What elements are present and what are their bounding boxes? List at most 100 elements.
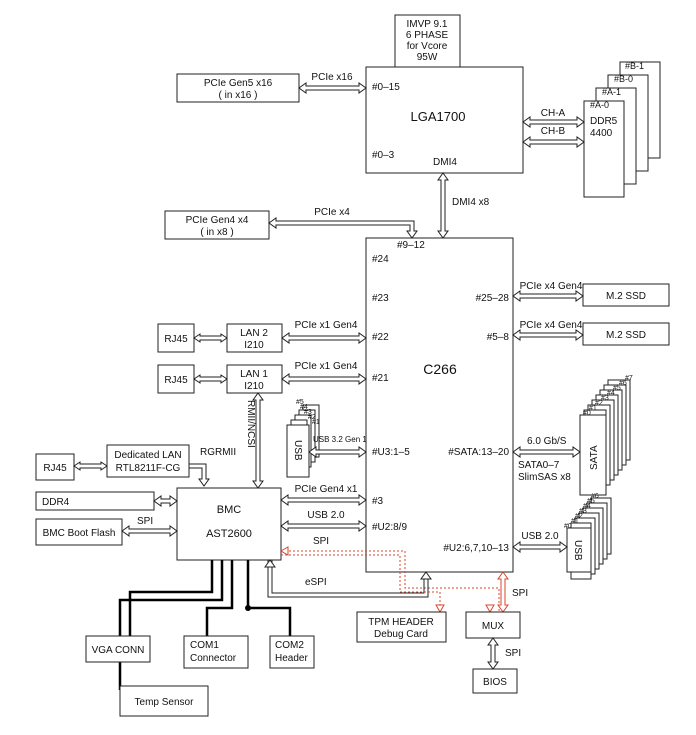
sata-num-1: #1 (589, 405, 597, 412)
usb-front-label: USB (572, 540, 583, 561)
usb-rear-num-4: #4 (300, 404, 308, 411)
usb-rear-label: USB (292, 440, 303, 461)
ch-a-label: CH-A (541, 108, 566, 119)
vga-connector: VGA CONN (85, 635, 151, 663)
lan1-bus: PCIe x1 Gen4 (295, 361, 358, 372)
pcie5-bus-label: PCIe x16 (311, 72, 353, 83)
imvp-line-1: IMVP 9.1 (407, 19, 448, 30)
bmc-spi-link: SPI (279, 536, 500, 612)
tpm-header: TPM HEADER Debug Card (356, 611, 447, 643)
m2-ssd-2-bus: PCIe x4 Gen4 (520, 320, 583, 331)
pcie-gen4-slot: PCIe Gen4 x4 ( in x8 ) (164, 210, 270, 240)
dimm-label-a0: #A-0 (590, 100, 609, 110)
dimm-label-b1: #B-1 (625, 61, 644, 71)
vga-label: VGA CONN (92, 645, 145, 656)
pch-port-21: #21 (372, 373, 389, 384)
cpu-name: LGA1700 (411, 109, 466, 124)
pcie4-bus-label: PCIe x4 (314, 207, 350, 218)
pch-port-5-8: #5–8 (487, 332, 510, 343)
dmi-link-arrow: DMI4 x8 (437, 172, 490, 239)
pch-c266: C266 #9–12 #24 #23 #22 #21 #U3:1–5 #SATA… (365, 237, 514, 573)
sata-rate: 6.0 Gb/S (527, 436, 567, 447)
dedicated-lan-block: RJ45 Dedicated LAN RTL8211F-CG RGRMII (35, 444, 236, 487)
bmc-peripheral-buses (118, 560, 292, 690)
bmc-pcie-link: PCIe Gen4 x1 (280, 484, 367, 506)
usb-rear-num-2: #2 (308, 414, 316, 421)
bmc-boot-flash-bus: SPI (137, 516, 153, 527)
cpu-port-0-15: #0–15 (372, 82, 400, 93)
sata-ports: SATA0–7 (518, 460, 560, 471)
bmc-label: BMC (217, 504, 242, 516)
pcie5-label: PCIe Gen5 x16 (204, 78, 273, 89)
ch-b-arrow: CH-B (522, 126, 585, 148)
ddr4-label: DDR4 (42, 497, 70, 508)
bmc-usb-link: USB 2.0 (280, 510, 367, 532)
mux-spi-label-2: SPI (505, 648, 521, 659)
spi-mux-arrow (485, 604, 495, 614)
usb-rear-num-5: #5 (296, 399, 304, 406)
pcie5-link-arrow: PCIe x16 (298, 72, 367, 94)
sata-num-0: #0 (583, 410, 591, 417)
pcie4-sublabel: ( in x8 ) (200, 227, 233, 238)
usb-front-num-5: #5 (587, 498, 595, 505)
lan1-rj45: RJ45 (164, 375, 188, 386)
dimm-label-b0: #B-0 (614, 74, 633, 84)
sata-num-2: #2 (595, 400, 603, 407)
temp-sensor: Temp Sensor (119, 685, 209, 717)
lan2-rj45: RJ45 (164, 334, 188, 345)
usb-front-stack: #6 #5 #4 #3 #2 #1 #0 USB (564, 493, 612, 580)
usb-front-num-6: #6 (591, 493, 599, 500)
pch-port-22: #22 (372, 332, 389, 343)
bmc-spi-label: SPI (313, 536, 329, 547)
m2-ssd-1-label: M.2 SSD (606, 291, 646, 302)
com2-header: COM2 Header (269, 635, 315, 669)
pch-port-u2-8-9: #U2:8/9 (372, 522, 407, 533)
sata-label: SATA (589, 445, 600, 470)
dedicated-lan-chip: RTL8211F-CG (116, 463, 181, 474)
tpm-label: TPM HEADER (368, 617, 434, 628)
pch-port-23: #23 (372, 293, 389, 304)
ddr5-dimms: #B-1 #B-0 #A-1 #A-0 DDR5 4400 (583, 61, 661, 198)
lan1-name: LAN 1 (240, 369, 268, 380)
pch-port-3: #3 (372, 496, 384, 507)
dedicated-lan-bus: RGRMII (200, 447, 236, 458)
imvp-line-3: for Vcore (407, 41, 448, 52)
imvp-line-2: 6 PHASE (406, 30, 449, 41)
lan2-name: LAN 2 (240, 328, 268, 339)
bmc-boot-flash-label: BMC Boot Flash (43, 528, 116, 539)
lan2-block: RJ45 LAN 2 I210 PCIe x1 Gen4 (157, 320, 367, 353)
pcie-gen5-slot: PCIe Gen5 x16 ( in x16 ) (176, 73, 300, 103)
dedicated-lan-name: Dedicated LAN (114, 450, 181, 461)
com2-sublabel: Header (275, 653, 308, 664)
dimm-speed: 4400 (590, 128, 613, 139)
com2-label: COM2 (275, 640, 304, 651)
bmc-chip: AST2600 (206, 528, 252, 540)
com1-label: COM1 (190, 640, 219, 651)
cpu-port-0-3: #0–3 (372, 150, 395, 161)
sata-num-5: #5 (613, 385, 621, 392)
spi-tpm-arrow (435, 604, 445, 614)
sata-num-7: #7 (625, 375, 633, 382)
lan2-chip: I210 (244, 340, 264, 351)
bmc-boot-flash: BMC Boot Flash SPI (35, 516, 178, 546)
dmi-link-label: DMI4 x8 (452, 197, 490, 208)
rmii-ncsi-link: RMII/NCSI (245, 392, 264, 489)
imvp-block: IMVP 9.1 6 PHASE for Vcore 95W (394, 14, 461, 68)
imvp-line-4: 95W (417, 52, 438, 63)
usb-front-num-3: #3 (579, 508, 587, 515)
usb-front-num-0: #0 (564, 523, 572, 530)
usb-rear-num-1: #1 (312, 419, 320, 426)
pch-port-u3: #U3:1–5 (372, 447, 410, 458)
m2-ssd-1-bus: PCIe x4 Gen4 (520, 281, 583, 292)
mux-spi-label-1: SPI (512, 588, 528, 599)
usb-rear-bus: USB 3.2 Gen 1 (313, 435, 367, 444)
temp-sensor-label: Temp Sensor (135, 697, 195, 708)
sata-num-6: #6 (619, 380, 627, 387)
usb-front-num-4: #4 (583, 503, 591, 510)
m2-ssd-2: M.2 SSD PCIe x4 Gen4 (512, 320, 670, 346)
usb-front-bus: USB 2.0 (521, 531, 559, 542)
bmc-espi-link: eSPI (264, 559, 432, 598)
pch-port-25-28: #25–28 (476, 293, 510, 304)
dedicated-lan-rj45: RJ45 (43, 463, 67, 474)
